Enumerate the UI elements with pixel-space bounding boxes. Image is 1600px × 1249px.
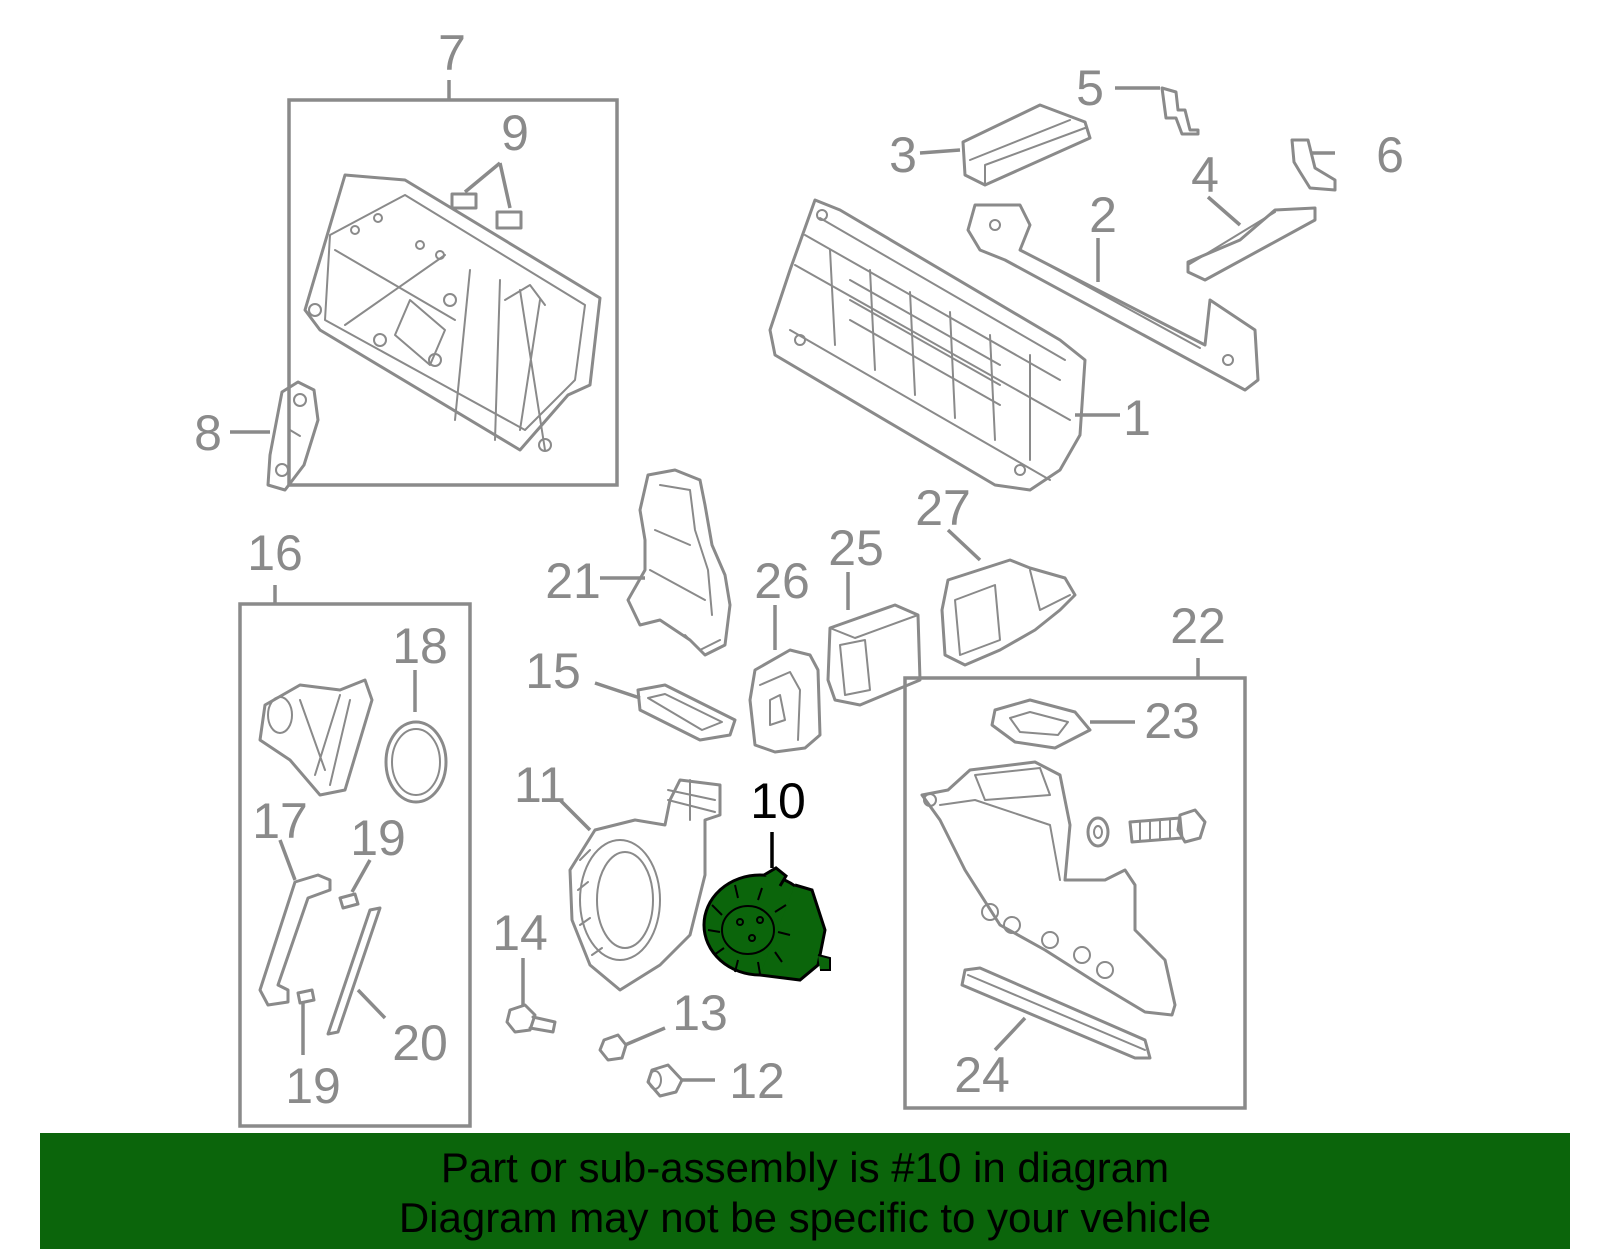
- part-18-ring: [384, 720, 448, 804]
- part-21-duct: [626, 468, 732, 657]
- callout-26: 26: [754, 553, 810, 609]
- part-17-frame: [258, 873, 332, 1007]
- part-22-bolt: [1128, 808, 1207, 844]
- part-7-panel: [303, 173, 602, 452]
- callout-27: 27: [915, 480, 971, 536]
- callout-10: 10: [750, 773, 806, 829]
- group-box-22: [903, 676, 1247, 1110]
- callout-11: 11: [514, 757, 566, 813]
- part-24-seal-strip: [960, 966, 1152, 1060]
- callout-21: 21: [545, 553, 601, 609]
- part-16-filter-housing: [258, 678, 374, 797]
- callout-18: 18: [392, 618, 448, 674]
- callout-12: 12: [729, 1053, 785, 1109]
- callout-13: 13: [672, 985, 728, 1041]
- callout-24: 24: [954, 1047, 1010, 1103]
- part-6-clip: [1290, 138, 1337, 192]
- callout-4: 4: [1191, 147, 1219, 203]
- banner-line-1: Part or sub-assembly is #10 in diagram: [440, 1144, 1170, 1191]
- callout-5: 5: [1076, 60, 1104, 116]
- callout-19-lower: 19: [285, 1058, 341, 1114]
- part-14-screw: [505, 1003, 557, 1034]
- group-box-16: [238, 602, 472, 1128]
- callout-3: 3: [889, 127, 917, 183]
- callout-25: 25: [828, 520, 884, 576]
- part-12-bushing: [646, 1063, 684, 1098]
- part-22-washer: [1086, 816, 1110, 848]
- part-27-duct: [940, 558, 1077, 667]
- part-19-clip-lower: [296, 988, 316, 1005]
- callout-20: 20: [392, 1015, 448, 1071]
- part-9-clips: [450, 192, 523, 230]
- part-22-duct-assembly: [920, 760, 1177, 1017]
- callout-14: 14: [492, 905, 548, 961]
- leader-lines: [230, 86, 1335, 1082]
- part-4-bracket: [1186, 206, 1317, 282]
- part-25-seal: [826, 603, 922, 707]
- part-1-housing: [768, 198, 1087, 492]
- callout-9: 9: [501, 105, 529, 161]
- group-box-7: [287, 98, 619, 487]
- part-13-nut: [598, 1033, 628, 1062]
- banner-line-2: Diagram may not be specific to your vehi…: [398, 1194, 1212, 1241]
- callout-23: 23: [1144, 693, 1200, 749]
- info-banner: Part or sub-assembly is #10 in diagram D…: [40, 1133, 1570, 1249]
- part-19-clip-upper: [338, 892, 360, 910]
- callout-19-upper: 19: [350, 810, 406, 866]
- part-3-bracket: [961, 103, 1092, 187]
- part-5-clip: [1160, 86, 1200, 136]
- callout-1: 1: [1123, 390, 1151, 446]
- callout-16: 16: [247, 525, 303, 581]
- part-20-strip: [326, 906, 382, 1036]
- callout-22: 22: [1170, 598, 1226, 654]
- callout-15: 15: [525, 643, 581, 699]
- callout-17: 17: [252, 793, 308, 849]
- part-10-blower-motor: [702, 866, 831, 982]
- part-11-blower-housing: [568, 778, 722, 992]
- callout-2: 2: [1089, 187, 1117, 243]
- part-26-motor-cover: [748, 648, 822, 754]
- callout-7: 7: [438, 25, 466, 81]
- part-8-bracket: [266, 380, 320, 492]
- part-23-gasket: [990, 698, 1092, 750]
- part-2-rail: [966, 203, 1260, 392]
- callout-6: 6: [1376, 127, 1404, 183]
- part-15-gasket: [636, 683, 737, 742]
- callout-8: 8: [194, 405, 222, 461]
